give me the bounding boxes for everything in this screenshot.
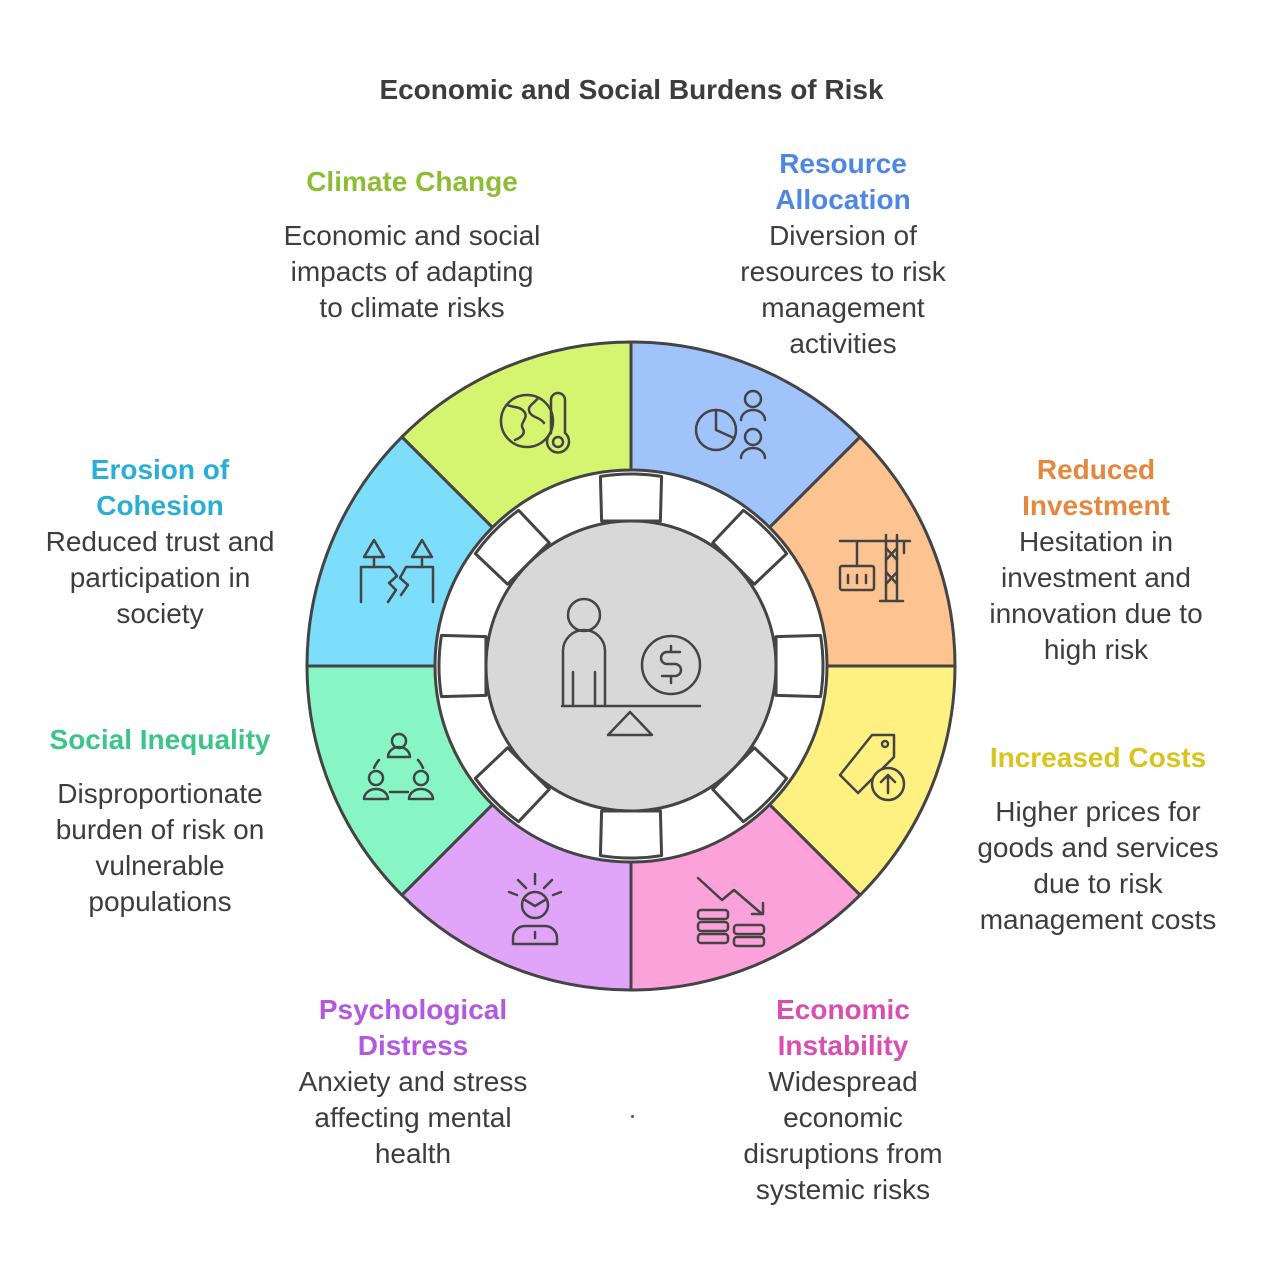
segment-description: Higher prices for goods and services due… <box>977 796 1219 935</box>
segment-description: Anxiety and stress affecting mental heal… <box>298 1066 528 1169</box>
segment-heading: Social Inequality <box>49 724 271 755</box>
segment-heading: Climate Change <box>306 166 518 197</box>
center-circle <box>484 519 778 813</box>
segment-description: Disproportionate burden of risk on vulne… <box>55 778 265 917</box>
coins-falling-arrow-icon <box>696 876 766 948</box>
wheel-segment-erosion-of-cohesion <box>305 435 494 668</box>
segment-description: Reduced trust and participation in socie… <box>45 526 275 629</box>
segment-label-increased-costs: Increased Costs Higher prices for goods … <box>962 740 1234 938</box>
cracked-ground-icon <box>359 538 435 604</box>
segment-heading: Economic Instability <box>776 994 910 1061</box>
segment-label-reduced-investment: Reduced Investment Hesitation in investm… <box>970 452 1222 668</box>
segment-heading: Resource Allocation <box>775 148 911 215</box>
segment-description: Diversion of resources to risk managemen… <box>740 220 946 359</box>
price-tag-up-icon <box>838 733 906 802</box>
segment-label-social-inequality: Social Inequality Disproportionate burde… <box>32 722 288 920</box>
segment-heading: Reduced Investment <box>1022 454 1170 521</box>
segment-label-economic-instability: Economic Instability Widespread economic… <box>718 992 968 1208</box>
segment-notch <box>774 633 825 699</box>
segment-notch <box>598 809 664 860</box>
segment-description: Hesitation in investment and innovation … <box>989 526 1203 665</box>
segment-description: Widespread economic disruptions from sys… <box>743 1066 943 1205</box>
stressed-person-icon <box>507 872 563 946</box>
globe-thermometer-icon <box>499 391 571 454</box>
segment-label-psychological-distress: Psychological Distress Anxiety and stres… <box>282 992 544 1172</box>
segment-label-resource-allocation: Resource Allocation Diversion of resourc… <box>718 146 968 362</box>
segment-heading: Increased Costs <box>989 742 1207 773</box>
diagram-title: Economic and Social Burdens of Risk <box>379 74 884 105</box>
pie-chart-people-icon <box>694 389 767 460</box>
segment-description: Economic and social impacts of adapting … <box>283 220 541 323</box>
segment-notch <box>598 472 664 523</box>
segment-notch <box>437 633 488 699</box>
segment-heading: Erosion of Cohesion <box>90 454 230 521</box>
stray-dot <box>631 1115 634 1118</box>
crane-container-icon <box>838 533 912 603</box>
segment-heading: Psychological Distress <box>318 994 508 1061</box>
segment-label-climate-change: Climate Change Economic and social impac… <box>282 164 542 326</box>
segment-label-erosion-of-cohesion: Erosion of Cohesion Reduced trust and pa… <box>32 452 288 632</box>
unequal-group-icon <box>362 732 435 801</box>
person-balance-dollar-icon <box>560 597 702 737</box>
